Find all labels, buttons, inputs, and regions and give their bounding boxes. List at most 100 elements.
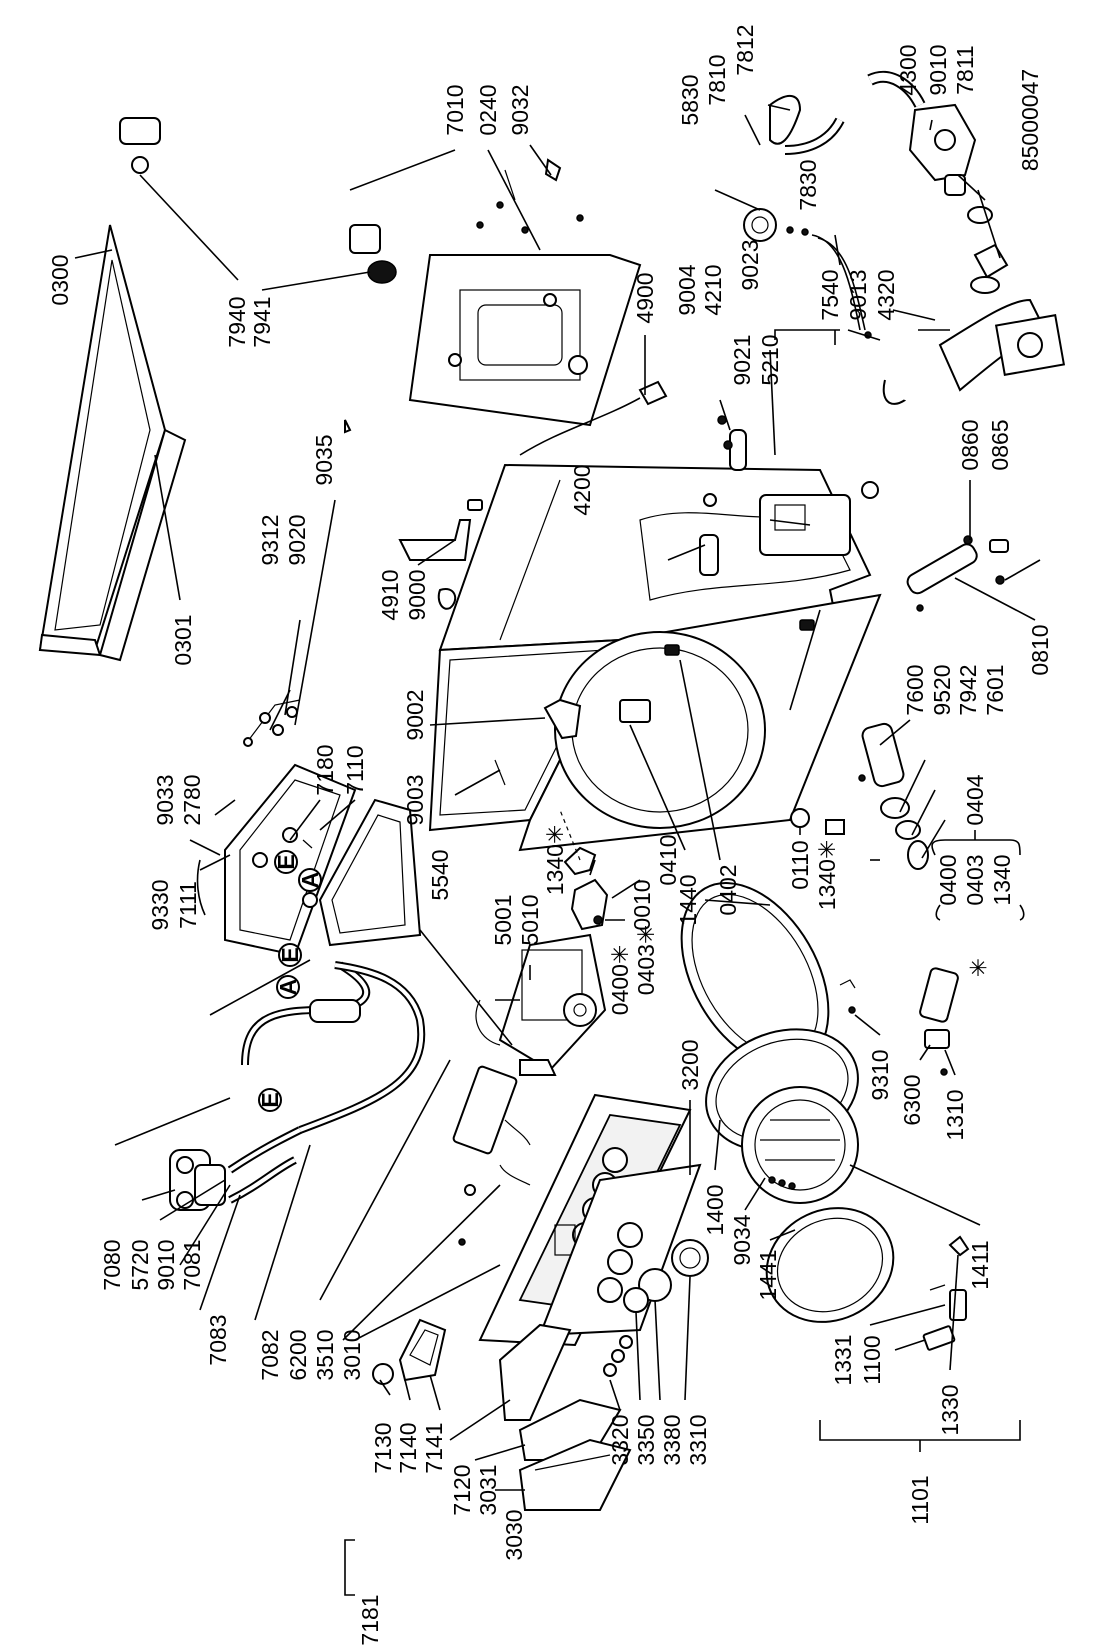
label-1340-upper: 1340✳ — [542, 825, 568, 895]
label-9034: 9034 — [729, 1214, 755, 1265]
label-3200: 3200 — [677, 1039, 703, 1090]
label-9032: 9032 — [507, 84, 533, 135]
label-9020: 9020 — [284, 514, 310, 565]
label-7083: 7083 — [205, 1314, 231, 1365]
label-doc-id: 85000047 — [1017, 69, 1043, 171]
label-9010-top: 9010 — [925, 44, 951, 95]
inlet-valve-5720 — [169, 1149, 226, 1211]
label-9033: 9033 — [152, 774, 178, 825]
label-1340-lower: 1340✳ — [814, 840, 840, 910]
label-1441: 1441 — [755, 1249, 781, 1300]
label-7140: 7140 — [395, 1422, 421, 1473]
label-0110: 0110 — [787, 840, 813, 889]
label-9312: 9312 — [257, 514, 283, 565]
control-bracket — [243, 419, 352, 747]
label-7940: 7940 — [224, 296, 250, 347]
label-7810: 7810 — [704, 54, 730, 105]
label-0010: 0010 — [629, 879, 655, 930]
label-0301: 0301 — [170, 614, 196, 665]
circled-marker-a-2: A — [275, 975, 301, 999]
siphon-parts — [372, 1318, 447, 1385]
label-5001: 5001 — [490, 894, 516, 945]
door-hinge-6300 — [839, 967, 959, 1076]
drain-pump-assembly — [743, 70, 993, 242]
svg-text:A: A — [275, 979, 301, 996]
label-0400-group: 0400 — [935, 854, 961, 905]
rear-panel-0240 — [408, 254, 642, 427]
label-7600: 7600 — [902, 664, 928, 715]
label-7110: 7110 — [342, 745, 368, 794]
label-3031: 3031 — [475, 1464, 501, 1515]
electronic-module-5540 — [475, 933, 607, 1076]
part-labels: 85000047 0300 0301 7940 7941 7010 0240 9… — [47, 24, 1053, 1645]
shock-absorber-0810 — [906, 535, 1009, 612]
label-9013: 9013 — [845, 269, 871, 320]
label-7540: 7540 — [817, 269, 843, 320]
label-9000: 9000 — [404, 569, 430, 620]
sump-hose-filter — [811, 234, 1066, 405]
label-0403: 0403✳ — [633, 925, 659, 995]
label-2780: 2780 — [179, 774, 205, 825]
label-7830: 7830 — [795, 159, 821, 210]
label-9021: 9021 — [729, 334, 755, 385]
label-3380: 3380 — [659, 1414, 685, 1465]
label-4320: 4320 — [873, 269, 899, 320]
label-6200: 6200 — [285, 1329, 311, 1380]
label-1411: 1411 — [967, 1240, 993, 1289]
label-1101: 1101 — [907, 1475, 933, 1524]
label-9035: 9035 — [311, 434, 337, 485]
label-0865: 0865 — [987, 419, 1013, 470]
label-5720: 5720 — [127, 1239, 153, 1290]
label-7942: 7942 — [955, 664, 981, 715]
label-9520: 9520 — [929, 664, 955, 715]
label-3030: 3030 — [501, 1509, 527, 1560]
door-assembly — [705, 1028, 895, 1323]
svg-text:A: A — [297, 872, 323, 889]
label-star: ✳ — [968, 955, 987, 981]
door-handle-1100 — [922, 1235, 970, 1351]
label-7180: 7180 — [312, 744, 338, 795]
label-0410: 0410 — [655, 834, 681, 885]
label-0404: 0404 — [962, 774, 988, 825]
control-panel-3200 — [478, 1093, 702, 1347]
label-9002: 9002 — [402, 689, 428, 740]
label-4300: 4300 — [895, 44, 921, 95]
label-4200: 4200 — [569, 464, 595, 515]
label-3320: 3320 — [607, 1414, 633, 1465]
label-5540: 5540 — [427, 849, 453, 900]
label-9330: 9330 — [147, 879, 173, 930]
label-7010: 7010 — [442, 84, 468, 135]
label-5210: 5210 — [757, 334, 783, 385]
circled-marker-a-1: A — [297, 868, 323, 892]
label-7811: 7811 — [952, 45, 978, 94]
label-1100: 1100 — [859, 1335, 885, 1384]
label-0240: 0240 — [475, 84, 501, 135]
label-9023: 9023 — [737, 239, 763, 290]
screws-top — [476, 158, 584, 234]
top-cover-0300 — [38, 224, 187, 662]
circled-marker-e-3: E — [257, 1088, 283, 1112]
label-5830: 5830 — [677, 74, 703, 125]
label-1340-group: 1340 — [989, 854, 1015, 905]
label-9003: 9003 — [402, 774, 428, 825]
label-0810: 0810 — [1027, 624, 1053, 675]
label-3010: 3010 — [339, 1329, 365, 1380]
door-lock-parts — [559, 809, 609, 931]
label-7812: 7812 — [732, 24, 758, 75]
label-0403-group: 0403 — [962, 854, 988, 905]
label-7141: 7141 — [421, 1422, 447, 1473]
label-7130: 7130 — [370, 1422, 396, 1473]
label-7941: 7941 — [249, 296, 275, 347]
label-1310: 1310 — [942, 1089, 968, 1140]
dispenser-drawer — [498, 1323, 632, 1511]
svg-text:E: E — [257, 1092, 283, 1107]
feet-7600 — [790, 722, 929, 870]
label-0300: 0300 — [47, 254, 73, 305]
label-7082: 7082 — [257, 1329, 283, 1380]
svg-text:E: E — [273, 854, 299, 869]
circled-marker-e-2: E — [277, 943, 303, 967]
label-0860: 0860 — [957, 419, 983, 470]
label-9004: 9004 — [674, 264, 700, 315]
label-3310: 3310 — [685, 1414, 711, 1465]
switch-block-3510 — [452, 1065, 531, 1246]
